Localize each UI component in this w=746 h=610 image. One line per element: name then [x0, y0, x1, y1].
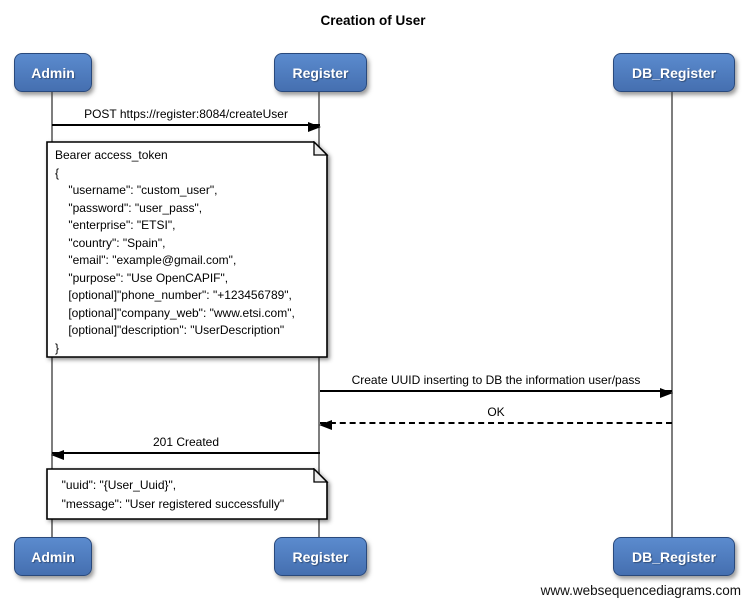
- arrowhead-right-icon: [308, 122, 321, 132]
- note-request-body: Bearer access_token { "username": "custo…: [46, 141, 332, 362]
- actor-register-top: Register: [274, 53, 367, 92]
- actor-register-label: Register: [292, 548, 349, 565]
- actor-db-register-bottom: DB_Register: [613, 537, 735, 576]
- message-post-create-user: POST https://register:8084/createUser: [52, 106, 321, 132]
- actor-register-label: Register: [292, 64, 349, 81]
- message-label: Create UUID inserting to DB the informat…: [351, 373, 641, 387]
- note-shape: [46, 141, 329, 358]
- actor-admin-label: Admin: [31, 64, 75, 81]
- message-create-uuid: Create UUID inserting to DB the informat…: [320, 372, 673, 398]
- arrowhead-right-icon: [660, 388, 673, 398]
- message-label: POST https://register:8084/createUser: [84, 107, 288, 121]
- actor-admin-bottom: Admin: [14, 537, 92, 576]
- note-text: Bearer access_token { "username": "custo…: [55, 148, 295, 355]
- message-label: 201 Created: [152, 435, 220, 449]
- message-arrow-line-dashed: [319, 420, 672, 430]
- message-arrow-line: [320, 388, 673, 398]
- note-text: "uuid": "{User_Uuid}", "message": "User …: [61, 478, 285, 511]
- message-label: OK: [487, 405, 505, 419]
- message-201-created: 201 Created: [51, 434, 320, 460]
- arrowhead-left-icon: [51, 450, 64, 460]
- arrowhead-left-icon: [319, 420, 332, 430]
- lifeline-db-register: [671, 92, 673, 537]
- watermark: www.websequencediagrams.com: [540, 583, 741, 598]
- note-dogear-icon: [313, 141, 329, 156]
- note-dogear-icon: [313, 468, 329, 483]
- actor-db-register-label: DB_Register: [631, 548, 717, 565]
- message-ok: OK: [319, 404, 672, 430]
- actor-register-bottom: Register: [274, 537, 367, 576]
- note-shape: [46, 468, 329, 520]
- diagram-title: Creation of User: [320, 13, 426, 28]
- message-arrow-line: [51, 450, 320, 460]
- note-response-body: "uuid": "{User_Uuid}", "message": "User …: [46, 468, 332, 524]
- actor-db-register-label: DB_Register: [631, 64, 717, 81]
- actor-db-register-top: DB_Register: [613, 53, 735, 92]
- actor-admin-label: Admin: [31, 548, 75, 565]
- message-arrow-line: [52, 122, 321, 132]
- actor-admin-top: Admin: [14, 53, 92, 92]
